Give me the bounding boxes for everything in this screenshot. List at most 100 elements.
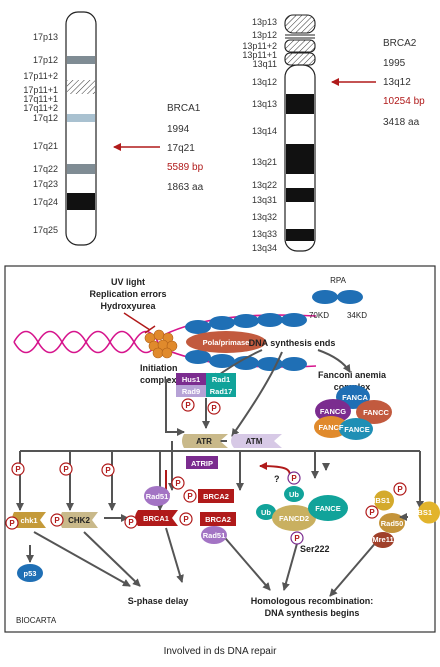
p-marker: P — [183, 489, 197, 503]
band-label: 17q25 — [33, 225, 58, 235]
svg-text:P: P — [183, 515, 189, 524]
gene-locus: 17q21 — [167, 143, 195, 154]
brca1-label: BRCA1 — [143, 514, 169, 523]
initiation-complex — [144, 329, 178, 359]
band-label: 17p11+1 — [23, 85, 58, 95]
svg-text:P: P — [128, 518, 134, 527]
rad50-label: Rad50 — [381, 519, 404, 528]
nbs1-label: NBS1 — [370, 496, 390, 505]
rpa-70kd: 70KD — [309, 311, 329, 320]
question-mark: ? — [274, 474, 280, 484]
band-label: 13q13 — [252, 99, 277, 109]
svg-text:P: P — [369, 508, 375, 517]
fancg-label: FANCG — [320, 407, 346, 416]
svg-text:P: P — [294, 534, 300, 543]
figure-caption: Involved in ds DNA repair — [163, 646, 277, 657]
svg-text:P: P — [54, 516, 60, 525]
svg-text:P: P — [15, 465, 21, 474]
p-marker: P — [50, 513, 64, 527]
svg-text:P: P — [291, 474, 297, 483]
rpa-legend: RPA 70KD 34KD — [309, 276, 367, 320]
mre11-node — [372, 532, 394, 548]
damage-replication: Replication errors — [89, 289, 166, 299]
p-marker: P — [179, 512, 193, 526]
atrip-box — [186, 456, 218, 469]
brca2-lower-box — [200, 512, 236, 526]
chk2-node — [60, 512, 98, 528]
rpa-title: RPA — [330, 276, 347, 285]
gene-length-aa: 3418 aa — [383, 117, 420, 128]
p-marker: P — [365, 505, 379, 519]
fancd2-label: FANCD2 — [279, 514, 309, 523]
gene-name: BRCA2 — [383, 38, 417, 49]
pola-label: Pola/primase — [203, 338, 250, 347]
band-label: 17q12 — [33, 113, 58, 123]
damage-hydroxyurea: Hydroxyurea — [100, 301, 156, 311]
gene-locus: 13q12 — [383, 77, 411, 88]
band-17q24 — [67, 193, 95, 210]
p-marker: P — [124, 515, 138, 529]
damage-sources: UV light Replication errors Hydroxyurea — [89, 277, 166, 311]
atm-label: ATM — [246, 437, 263, 446]
fancf-label: FANCF — [319, 423, 344, 432]
brca1-node — [135, 510, 178, 526]
band-label: 13q33 — [252, 229, 277, 239]
phospho-markers: P P P P P P P P P P P P P P P — [5, 398, 407, 545]
band-17q12 — [67, 114, 95, 122]
biocarta-logo: BIOCARTA — [16, 616, 57, 625]
brca2-label: BRCA2 — [203, 492, 229, 501]
band-label: 17p11+2 — [23, 71, 58, 81]
inhibit-bar — [144, 325, 156, 334]
p-marker: P — [59, 462, 73, 476]
pola-primase — [186, 331, 266, 353]
rad1-label: Rad1 — [212, 375, 230, 384]
band-17q22 — [67, 164, 95, 174]
p-marker: P — [181, 398, 195, 412]
band-13q31 — [286, 188, 314, 202]
band-label: 13p13 — [252, 17, 277, 27]
band-label: 17q24 — [33, 197, 58, 207]
p-marker: P — [287, 471, 301, 485]
gene-length-aa: 1863 aa — [167, 182, 204, 193]
p-marker: P — [207, 401, 221, 415]
centromere-17 — [67, 80, 95, 94]
rad51-label: Rad51 — [146, 492, 169, 501]
ub-label-2: Ub — [261, 508, 271, 517]
p-marker: P — [171, 476, 185, 490]
atrip-label: ATRIP — [191, 459, 213, 468]
svg-text:P: P — [397, 485, 403, 494]
ser222-label: Ser222 — [300, 544, 330, 554]
p-marker: P — [101, 463, 115, 477]
initiation-label: Initiation — [140, 363, 178, 373]
nbs1-node — [374, 490, 394, 511]
homrec-label: DNA synthesis begins — [265, 608, 360, 618]
chromosome-13-band-labels: 13p13 13p12 13p11+2 13p11+1 13q11 13q12 … — [242, 17, 277, 253]
rad9-label: Rad9 — [182, 387, 200, 396]
fancc-label: FANCC — [363, 408, 389, 417]
clamp-complex: Hus1 Rad1 Rad9 Rad17 — [176, 373, 236, 397]
atr-atm: ATR ATM — [182, 434, 282, 448]
hus1-label: Hus1 — [182, 375, 200, 384]
gene-year: 1994 — [167, 124, 190, 135]
band-label: 13p11+2 — [242, 41, 277, 51]
chk1-label: chk1 — [20, 516, 37, 525]
band-label: 13q22 — [252, 180, 277, 190]
rpa-cluster — [185, 313, 307, 371]
band-label: 17q11+2 — [23, 103, 58, 113]
p-marker: P — [393, 482, 407, 496]
synthesis-ends-label: DNA synthesis ends — [249, 338, 336, 348]
band-label: 13p12 — [252, 30, 277, 40]
homrec-label: Homologous recombination: — [251, 596, 374, 606]
inhibit-line — [123, 312, 151, 331]
svg-text:P: P — [187, 492, 193, 501]
band-label: 13p11+1 — [242, 50, 277, 60]
brca2-lower-label: BRCA2 — [205, 515, 231, 524]
fance-node-label: FANCE — [315, 504, 340, 513]
nbs1-right-node — [418, 501, 440, 524]
rpa-34kd: 34KD — [347, 311, 367, 320]
band-label: 13q31 — [252, 195, 277, 205]
ub-node-2 — [256, 504, 276, 520]
fancd2-node — [272, 505, 316, 531]
band-label: 13q12 — [252, 77, 277, 87]
p-marker: P — [11, 462, 25, 476]
